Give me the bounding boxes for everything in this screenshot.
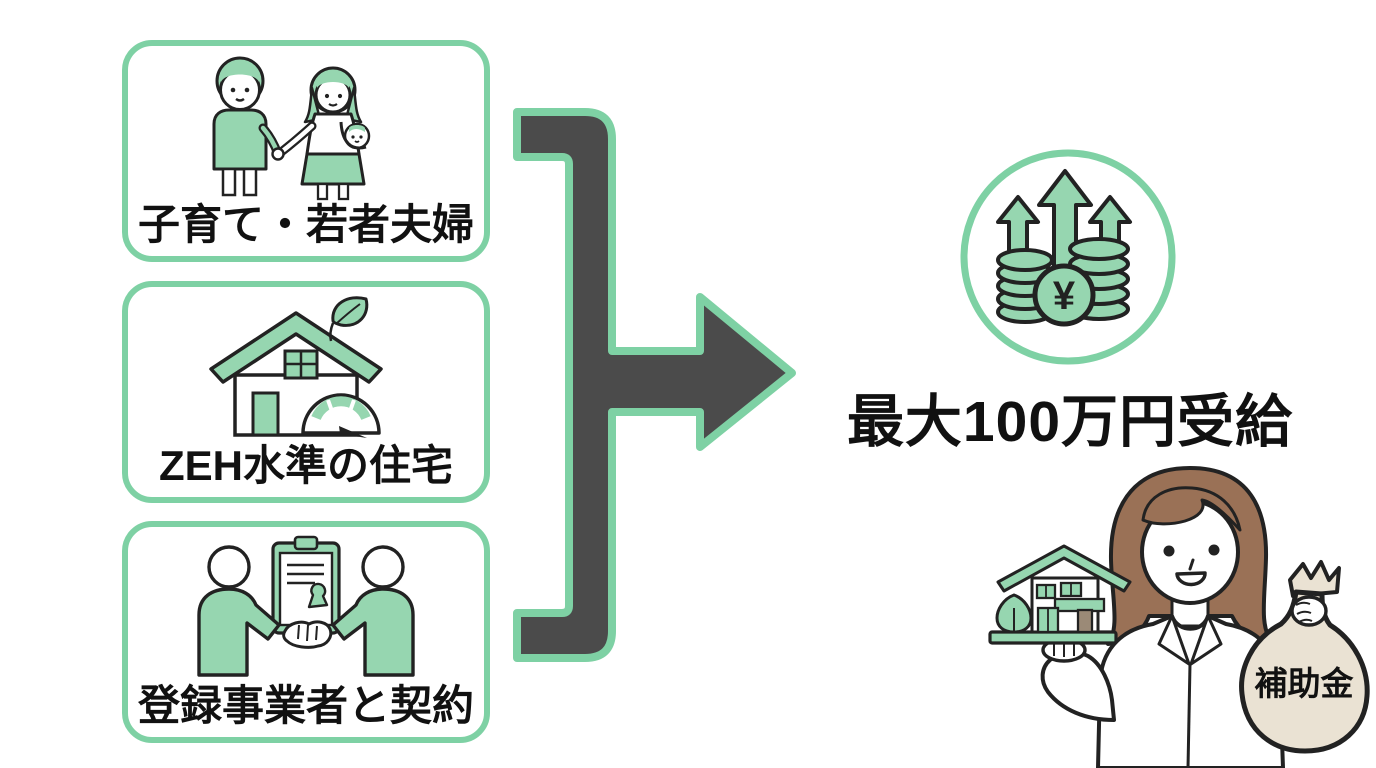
money-bag-label: 補助金 bbox=[1255, 665, 1355, 702]
step-label-contract: 登録事業者と契約 bbox=[137, 681, 474, 729]
eco-house-gauge-icon bbox=[181, 295, 431, 450]
door bbox=[1076, 608, 1094, 634]
headline-max-subsidy: 最大100万円受給 bbox=[846, 390, 1294, 454]
step-card-zeh-house: ZEH水準の住宅 bbox=[122, 281, 490, 503]
yen-coin-icon bbox=[1032, 263, 1096, 327]
step-label-family: 子育て・若者夫婦 bbox=[137, 200, 474, 248]
yen-symbol: ¥ bbox=[1053, 274, 1076, 318]
family-with-baby-icon bbox=[181, 54, 431, 209]
merge-arrow-icon bbox=[513, 108, 796, 662]
step-card-family: 子育て・若者夫婦 bbox=[122, 40, 490, 262]
house-model-icon bbox=[988, 544, 1132, 645]
step-card-contract: 登録事業者と契約 bbox=[122, 521, 490, 743]
contract-handshake-icon bbox=[181, 535, 431, 690]
money-growth-icon: ¥ bbox=[960, 149, 1176, 365]
step-label-zeh-house: ZEH水準の住宅 bbox=[158, 441, 453, 489]
money-bag-icon: 補助金 bbox=[1239, 560, 1370, 754]
woman-holding-house-and-subsidy-icon: 補助金 bbox=[988, 466, 1370, 768]
